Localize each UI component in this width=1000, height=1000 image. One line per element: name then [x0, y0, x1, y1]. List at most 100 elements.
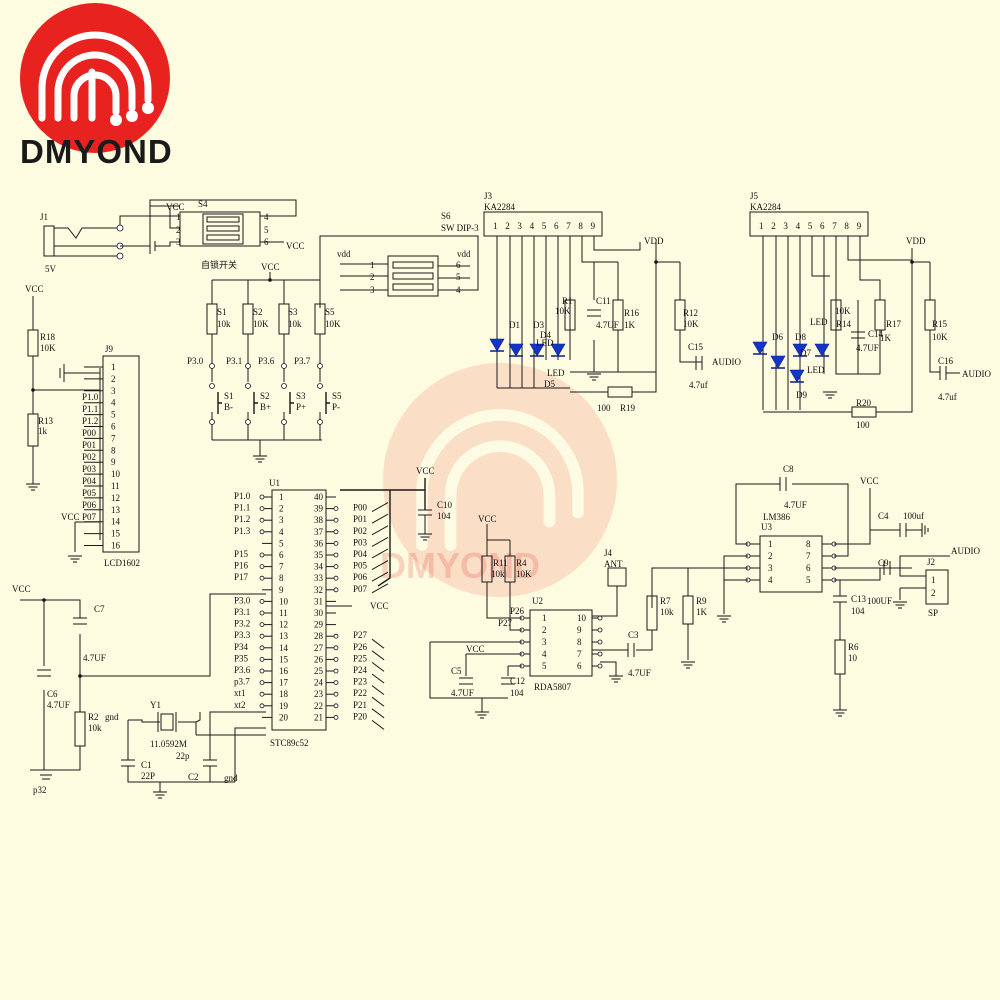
ka2284-pin-number: 7	[566, 221, 571, 231]
s6-value: SW DIP-3	[441, 223, 479, 233]
btn-sw-3: S3	[296, 391, 306, 401]
vu-left-vdd: VDD	[644, 236, 664, 246]
c4-val: 100uf	[903, 511, 924, 521]
s4-ref: S4	[198, 199, 208, 209]
bus-entry	[371, 708, 385, 719]
lm386-right-pin: 5	[806, 575, 811, 585]
btn-sw-1: S1	[224, 391, 234, 401]
p26: P26	[510, 606, 525, 616]
r9-val: 1K	[696, 607, 708, 617]
mcu-right-pin-node	[333, 691, 339, 697]
vu-meter-left: J3 KA2284	[483, 191, 603, 237]
button-contact-top	[281, 383, 287, 389]
mcu-right-pin-number: 39	[314, 504, 324, 514]
button-pullups: VCC	[212, 262, 320, 282]
mcu-right-net-label: P07	[353, 584, 368, 594]
mcu-right-pin-node	[333, 517, 339, 523]
mcu-right-pin-number: 31	[314, 596, 323, 606]
u2-name: RDA5807	[534, 682, 572, 692]
r14-val: 10K	[835, 306, 851, 316]
mcu-right-pin-node	[333, 703, 339, 709]
pushbutton-icon	[289, 392, 294, 414]
rda-right-node	[597, 627, 603, 633]
r14-ref: R14	[836, 319, 852, 329]
mcu-right-pin-node	[333, 529, 339, 535]
mcu-left-pin-number: 9	[279, 585, 284, 595]
amp-audio: AUDIO	[951, 546, 980, 556]
c15-val: 4.7uf	[689, 380, 708, 390]
mcu-right-net-label: P00	[353, 503, 368, 513]
r2-ref: R2	[88, 712, 99, 722]
r2-val: 10k	[88, 723, 102, 733]
mcu-right-pin-number: 33	[314, 573, 324, 583]
rda-right-node	[597, 651, 603, 657]
vu-right-vdd: VDD	[906, 236, 926, 246]
lcd-pin-number: 10	[111, 469, 121, 479]
c8-ref: C8	[783, 464, 794, 474]
ka2284-pin-number: 3	[517, 221, 522, 231]
j4-value: ANT	[604, 559, 623, 569]
c9-val: 100UF	[867, 596, 892, 606]
ka2284-pin-number: 5	[542, 221, 547, 231]
btn-res-2: S2	[253, 307, 263, 317]
j3-value: KA2284	[484, 202, 515, 212]
c3-ref: C3	[628, 630, 639, 640]
r1-val: 10K	[555, 306, 571, 316]
y1-val: 11.0592M	[150, 739, 187, 749]
vu-right-audio: AUDIO	[962, 369, 991, 379]
mcu-left-pin-node	[259, 552, 265, 558]
button-port-node	[209, 363, 215, 369]
u2-ref: U2	[532, 596, 543, 606]
mcu-right-pin-number: 24	[314, 678, 324, 688]
mcu-left-net-label: P3.0	[234, 595, 251, 605]
mcu-left-net-label: xt1	[234, 688, 246, 698]
s4-pin1: 1	[176, 212, 181, 222]
bus-entry	[371, 548, 389, 559]
brand-logo-icon	[20, 3, 170, 153]
d4-label: D4	[540, 330, 551, 340]
s6-pin6: 6	[456, 260, 461, 270]
u1-name: STC89c52	[270, 738, 309, 748]
mcu-left-net-label: P3.3	[234, 630, 251, 640]
mcu-left-pin-number: 12	[279, 620, 288, 630]
lcd-pin-number: 15	[111, 529, 121, 539]
rda-left-pin: 5	[542, 661, 547, 671]
lcd-signal-label: P01	[82, 440, 96, 450]
c15-ref: C15	[688, 342, 704, 352]
r15-val: 10K	[932, 332, 948, 342]
vu-right-net: 10K R14 C14 4.7UF R17 1K R15 10K C16 4.7…	[752, 236, 991, 430]
mcu-right-net-label: P05	[353, 561, 368, 571]
c9-ref: C9	[878, 558, 889, 568]
mcu-right-net-label: P25	[353, 653, 368, 663]
d8-label: D8	[795, 332, 806, 342]
r13-ref: R13	[38, 416, 54, 426]
mcu-right-net-label: P24	[353, 665, 368, 675]
lm386-right-pin: 6	[806, 563, 811, 573]
lcd-pin-number: 5	[111, 410, 116, 420]
lcd-pin-number: 16	[111, 541, 121, 551]
lcd-signal-label: P00	[82, 428, 97, 438]
mcu-right-pin-number: 38	[314, 515, 324, 525]
c3-val: 4.7UF	[628, 668, 651, 678]
j9-value: LCD1602	[104, 558, 140, 568]
r4-ref: R4	[516, 558, 527, 568]
r19-ref: R19	[620, 403, 636, 413]
rda-right-node	[597, 615, 603, 621]
c5-ref: C5	[451, 666, 462, 676]
rda-right-pin: 6	[577, 661, 582, 671]
c7-ref: C7	[94, 604, 105, 614]
mcu-right-net-label: P01	[353, 514, 367, 524]
btn-sign-1: B-	[224, 402, 233, 412]
btn-val-4: 10K	[325, 319, 341, 329]
lcd-signal-label: P1.0	[82, 392, 99, 402]
mcu-right-net-label: P27	[353, 630, 368, 640]
r11-ref: R11	[493, 558, 508, 568]
button-pullup-resistor	[278, 303, 290, 335]
mcu-left-pin-number: 2	[279, 504, 284, 514]
btn-sw-2: S2	[260, 391, 270, 401]
mcu-right-pin-number: 28	[314, 631, 324, 641]
lm386-right-pin: 7	[806, 551, 811, 561]
btn-port-3: P3.6	[258, 356, 275, 366]
rda-left-pin: 3	[542, 637, 547, 647]
c6-ref: C6	[47, 689, 58, 699]
